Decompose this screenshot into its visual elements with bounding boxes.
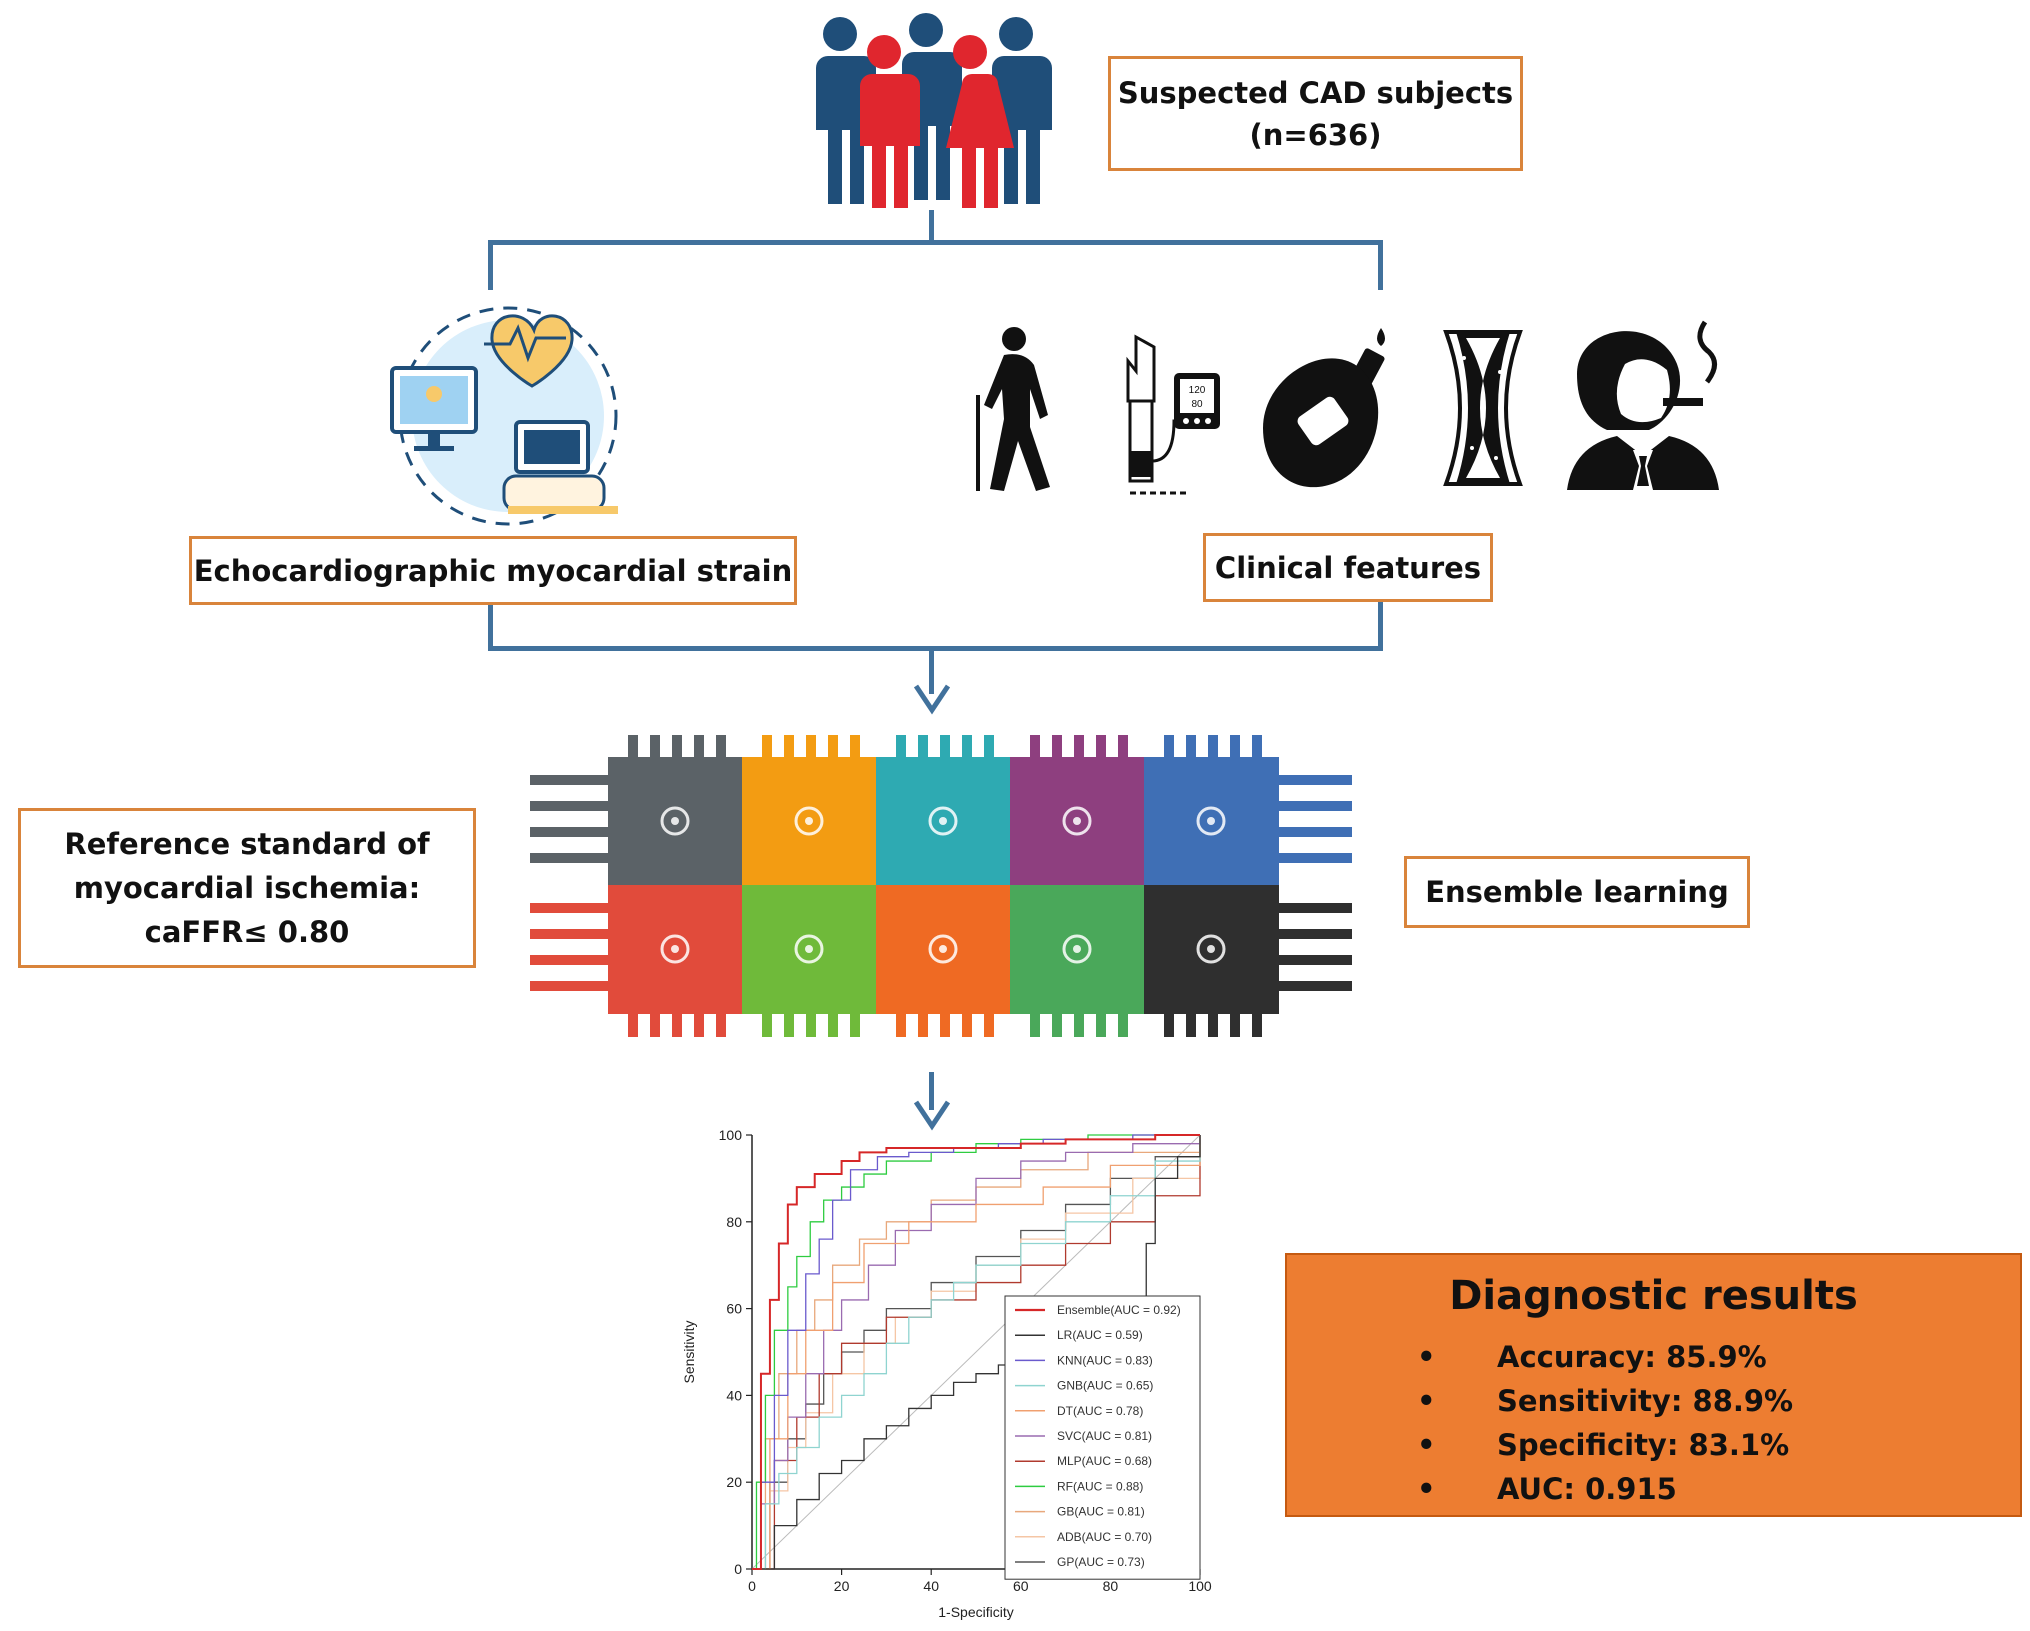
results-title: Diagnostic results	[1449, 1273, 1858, 1319]
x-tick-label: 100	[1188, 1578, 1212, 1594]
x-tick-label: 80	[1103, 1578, 1119, 1594]
roc-series-line	[752, 1134, 1200, 1570]
legend-entry: GP(AUC = 0.73)	[1057, 1555, 1145, 1569]
puzzle-piece	[742, 885, 888, 1037]
legend-entry: MLP(AUC = 0.68)	[1057, 1454, 1152, 1468]
connector-mid-stem	[929, 646, 934, 694]
elderly-person-icon	[976, 327, 1050, 491]
y-tick-label: 100	[719, 1127, 743, 1143]
legend-entry: GB(AUC = 0.81)	[1057, 1505, 1145, 1519]
puzzle-piece	[530, 735, 754, 895]
connector-mid-right	[1378, 602, 1383, 651]
ml-algorithms-puzzle-icon	[530, 735, 1352, 1037]
roc-chart: 0 20 40 60 80 100 0 20 40 60 80 100 1-Specificity Sen…	[681, 1127, 1212, 1620]
puzzle-piece	[1144, 885, 1352, 1037]
x-axis-label: 1-Specificity	[938, 1604, 1013, 1620]
x-tick-label: 60	[1013, 1578, 1029, 1594]
connector-mid-left	[488, 605, 493, 651]
people-group-icon	[816, 13, 1052, 208]
x-tick-label: 0	[748, 1578, 756, 1594]
puzzle-piece	[876, 735, 1022, 895]
legend-entry: GNB(AUC = 0.65)	[1057, 1379, 1153, 1393]
connector-top-left	[488, 240, 493, 290]
connector-top-horizontal	[488, 240, 1383, 245]
result-sensitivity: Sensitivity: 88.9%	[1417, 1379, 1793, 1423]
strain-box: Echocardiographic myocardial strain	[189, 536, 797, 605]
roc-series-line	[752, 1135, 1201, 1570]
bp-diastolic: 80	[1191, 399, 1203, 410]
bp-systolic: 120	[1189, 385, 1206, 396]
chart-legend: Ensemble(AUC = 0.92) LR(AUC = 0.59) KNN(AU…	[1004, 1295, 1201, 1580]
legend-entry: DT(AUC = 0.78)	[1057, 1404, 1143, 1418]
diagnostic-results-panel: Diagnostic results Accuracy: 85.9% Sensi…	[1285, 1253, 2022, 1517]
arrow-down-icon	[913, 684, 951, 715]
y-tick-label: 0	[734, 1561, 742, 1577]
reference-line3: caFFR≤ 0.80	[144, 915, 350, 949]
y-tick-label: 80	[726, 1214, 742, 1230]
ensemble-label: Ensemble learning	[1425, 875, 1729, 909]
puzzle-piece	[876, 885, 1022, 1037]
x-tick-label: 20	[834, 1578, 850, 1594]
result-specificity: Specificity: 83.1%	[1417, 1423, 1793, 1467]
subjects-line2: (n=636)	[1249, 117, 1382, 152]
legend-entry: LR(AUC = 0.59)	[1057, 1328, 1143, 1342]
reference-line2: myocardial ischemia:	[73, 871, 421, 905]
blood-pressure-monitor-icon: 120 80	[1126, 334, 1220, 495]
subjects-box: Suspected CAD subjects (n=636)	[1108, 56, 1523, 171]
smoker-icon	[1567, 320, 1719, 490]
legend-entry: SVC(AUC = 0.81)	[1057, 1429, 1152, 1443]
connector-chart-stem	[929, 1072, 934, 1110]
puzzle-piece	[530, 885, 754, 1037]
roc-series-line	[752, 1134, 1200, 1570]
ensemble-box: Ensemble learning	[1404, 856, 1750, 928]
diagonal-reference-line	[751, 1134, 1201, 1570]
connector-top-right	[1378, 240, 1383, 290]
legend-entry: RF(AUC = 0.88)	[1057, 1479, 1143, 1493]
results-list: Accuracy: 85.9% Sensitivity: 88.9% Speci…	[1417, 1335, 1793, 1511]
puzzle-piece	[1010, 885, 1156, 1037]
y-tick-label: 60	[726, 1301, 742, 1317]
strain-label: Echocardiographic myocardial strain	[193, 553, 793, 588]
puzzle-piece	[1010, 735, 1156, 895]
reference-line1: Reference standard of	[64, 827, 430, 861]
subjects-line1: Suspected CAD subjects	[1117, 75, 1514, 110]
clinical-label: Clinical features	[1214, 550, 1482, 585]
puzzle-piece	[742, 735, 888, 895]
legend-entry: KNN(AUC = 0.83)	[1057, 1353, 1153, 1367]
connector-top-stem	[929, 210, 934, 244]
x-tick-label: 40	[923, 1578, 939, 1594]
puzzle-piece	[1144, 735, 1352, 895]
arrow-down-icon-2	[913, 1100, 951, 1131]
legend-entry: Ensemble(AUC = 0.92)	[1057, 1303, 1181, 1317]
echocardiography-icon	[390, 306, 618, 526]
y-tick-label: 20	[726, 1474, 742, 1490]
roc-series-line	[752, 1135, 1201, 1570]
y-tick-label: 40	[726, 1387, 742, 1403]
stenosed-vessel-icon	[1443, 330, 1523, 486]
roc-series-line	[752, 1135, 1201, 1570]
connector-mid-horizontal	[488, 646, 1383, 651]
clinical-box: Clinical features	[1203, 533, 1493, 602]
result-accuracy: Accuracy: 85.9%	[1417, 1335, 1793, 1379]
reference-box: Reference standard of myocardial ischemi…	[18, 808, 476, 968]
result-auc: AUC: 0.915	[1417, 1467, 1793, 1511]
glucose-meter-icon	[1263, 328, 1385, 488]
legend-entry: ADB(AUC = 0.70)	[1057, 1530, 1152, 1544]
y-axis-label: Sensitivity	[681, 1320, 697, 1383]
